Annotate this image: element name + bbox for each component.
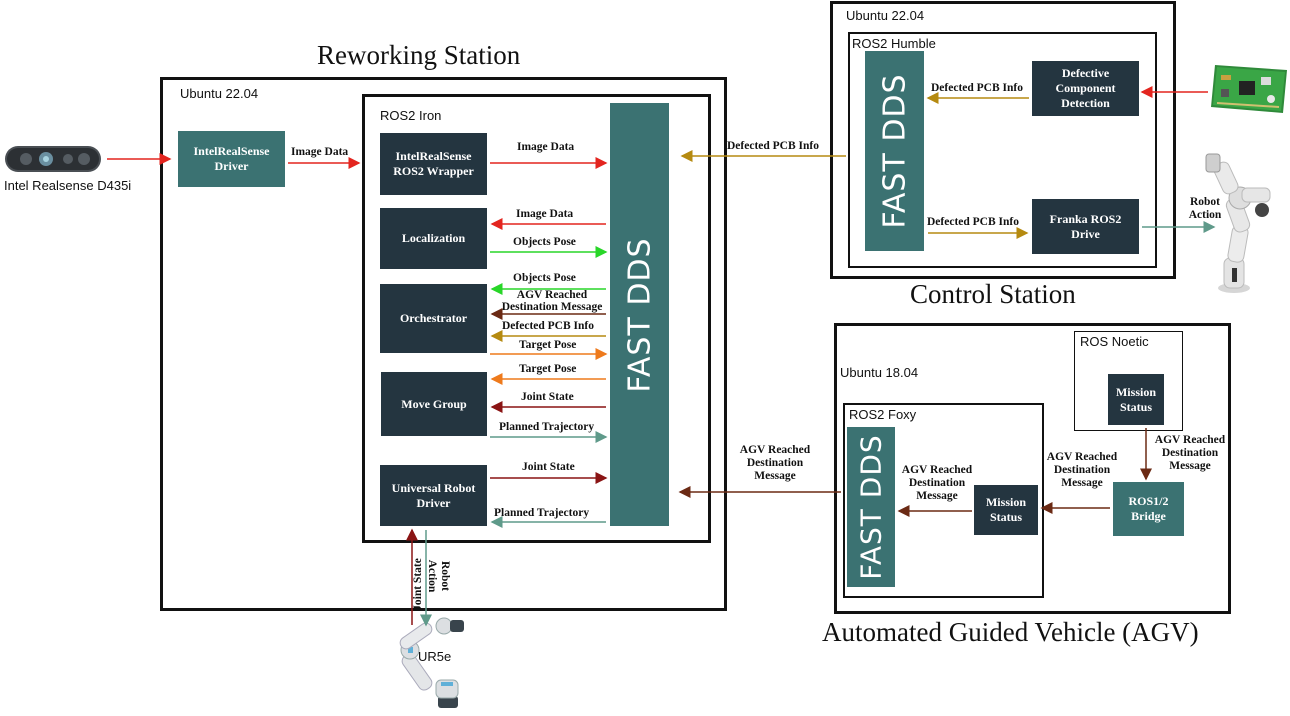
agv-ros2-label: ROS2 Foxy [849,407,917,422]
agv-ubuntu-label: Ubuntu 18.04 [840,365,919,380]
agv-ros2-frame [843,403,1044,598]
edge-label-ur-joint: Joint State [522,461,575,473]
ros-bridge-node[interactable]: ROS1/2 Bridge [1113,482,1184,536]
move-group-node[interactable]: Move Group [381,372,487,436]
edge-label-mg-target: Target Pose [519,363,577,375]
edge-label-agv-to-rw: AGV Reached Destination Message [739,444,811,482]
ur5e-label: UR5e [418,649,452,664]
localization-node[interactable]: Localization [380,208,487,269]
franka-drive-node[interactable]: Franka ROS2 Drive [1032,199,1139,254]
edge-label-ur5e-action: Robot Action [426,559,451,593]
edge-label-cam-image: Image Data [291,146,349,158]
edge-label-franka-action: Robot Action [1188,196,1222,221]
edge-label-orch-pose: Objects Pose [513,272,576,284]
agv-title: Automated Guided Vehicle (AGV) [822,617,1199,647]
realsense-camera-icon [5,146,101,172]
rw-ubuntu-frame [160,77,727,611]
ur-driver-node[interactable]: Universal Robot Driver [380,465,487,526]
agv-noetic-label: ROS Noetic [1080,334,1149,349]
edge-label-orch-agv: AGV Reached Destination Message [501,289,603,313]
cs-ubuntu-label: Ubuntu 22.04 [846,8,925,23]
realsense-driver-node[interactable]: IntelRealSense Driver [178,131,285,187]
edge-label-loc-image: Image Data [516,208,574,220]
edge-label-bridge-to-mission: AGV Reached Destination Message [1046,451,1118,489]
realsense-camera-label: Intel Realsense D435i [4,178,132,193]
rw-ubuntu-label: Ubuntu 22.04 [180,86,259,101]
edge-label-noetic-to-bridge: AGV Reached Destination Message [1154,434,1226,472]
cs-fast-dds: FAST DDS [865,51,924,251]
rw-fast-dds: FAST DDS [610,103,669,526]
mission-status-noetic-node[interactable]: Mission Status [1108,374,1164,425]
edge-label-mg-joint: Joint State [521,391,574,403]
agv-fast-dds: FAST DDS [847,427,895,587]
edge-label-loc-pose: Objects Pose [513,236,576,248]
mission-status-foxy-node[interactable]: Mission Status [974,485,1038,535]
agv-noetic-frame [1074,331,1183,431]
control-station-title: Control Station [910,279,1076,309]
ur5e-robot-icon [399,617,464,708]
edge-label-orch-pcb: Defected PCB Info [502,320,594,332]
agv-ubuntu-frame [834,323,1231,614]
edge-label-cs-to-rw-pcb: Defected PCB Info [727,140,819,152]
rw-ros-frame [362,94,711,543]
edge-label-wrapper-image: Image Data [517,141,575,153]
edge-label-dds-to-franka: Defected PCB Info [927,216,1019,228]
orchestrator-node[interactable]: Orchestrator [380,284,487,353]
edge-label-mission-to-dds: AGV Reached Destination Message [901,464,973,502]
edge-label-orch-target: Target Pose [519,339,577,351]
cs-ros-frame [848,32,1157,268]
edge-label-detect-to-dds: Defected PCB Info [931,82,1023,94]
edge-label-mg-traj: Planned Trajectory [499,421,595,433]
cs-ros-label: ROS2 Humble [852,36,936,51]
franka-robot-icon [1205,153,1271,293]
reworking-station-title: Reworking Station [317,40,521,70]
defect-detection-node[interactable]: Defective Component Detection [1032,61,1139,116]
edge-label-ur5e-joint: Joint State [411,558,424,611]
cs-ubuntu-frame [830,1,1176,279]
pcb-icon [1211,65,1287,113]
realsense-wrapper-node[interactable]: IntelRealSense ROS2 Wrapper [380,133,487,195]
rw-ros-label: ROS2 Iron [380,108,442,123]
edge-label-ur-traj: Planned Trajectory [494,507,590,519]
